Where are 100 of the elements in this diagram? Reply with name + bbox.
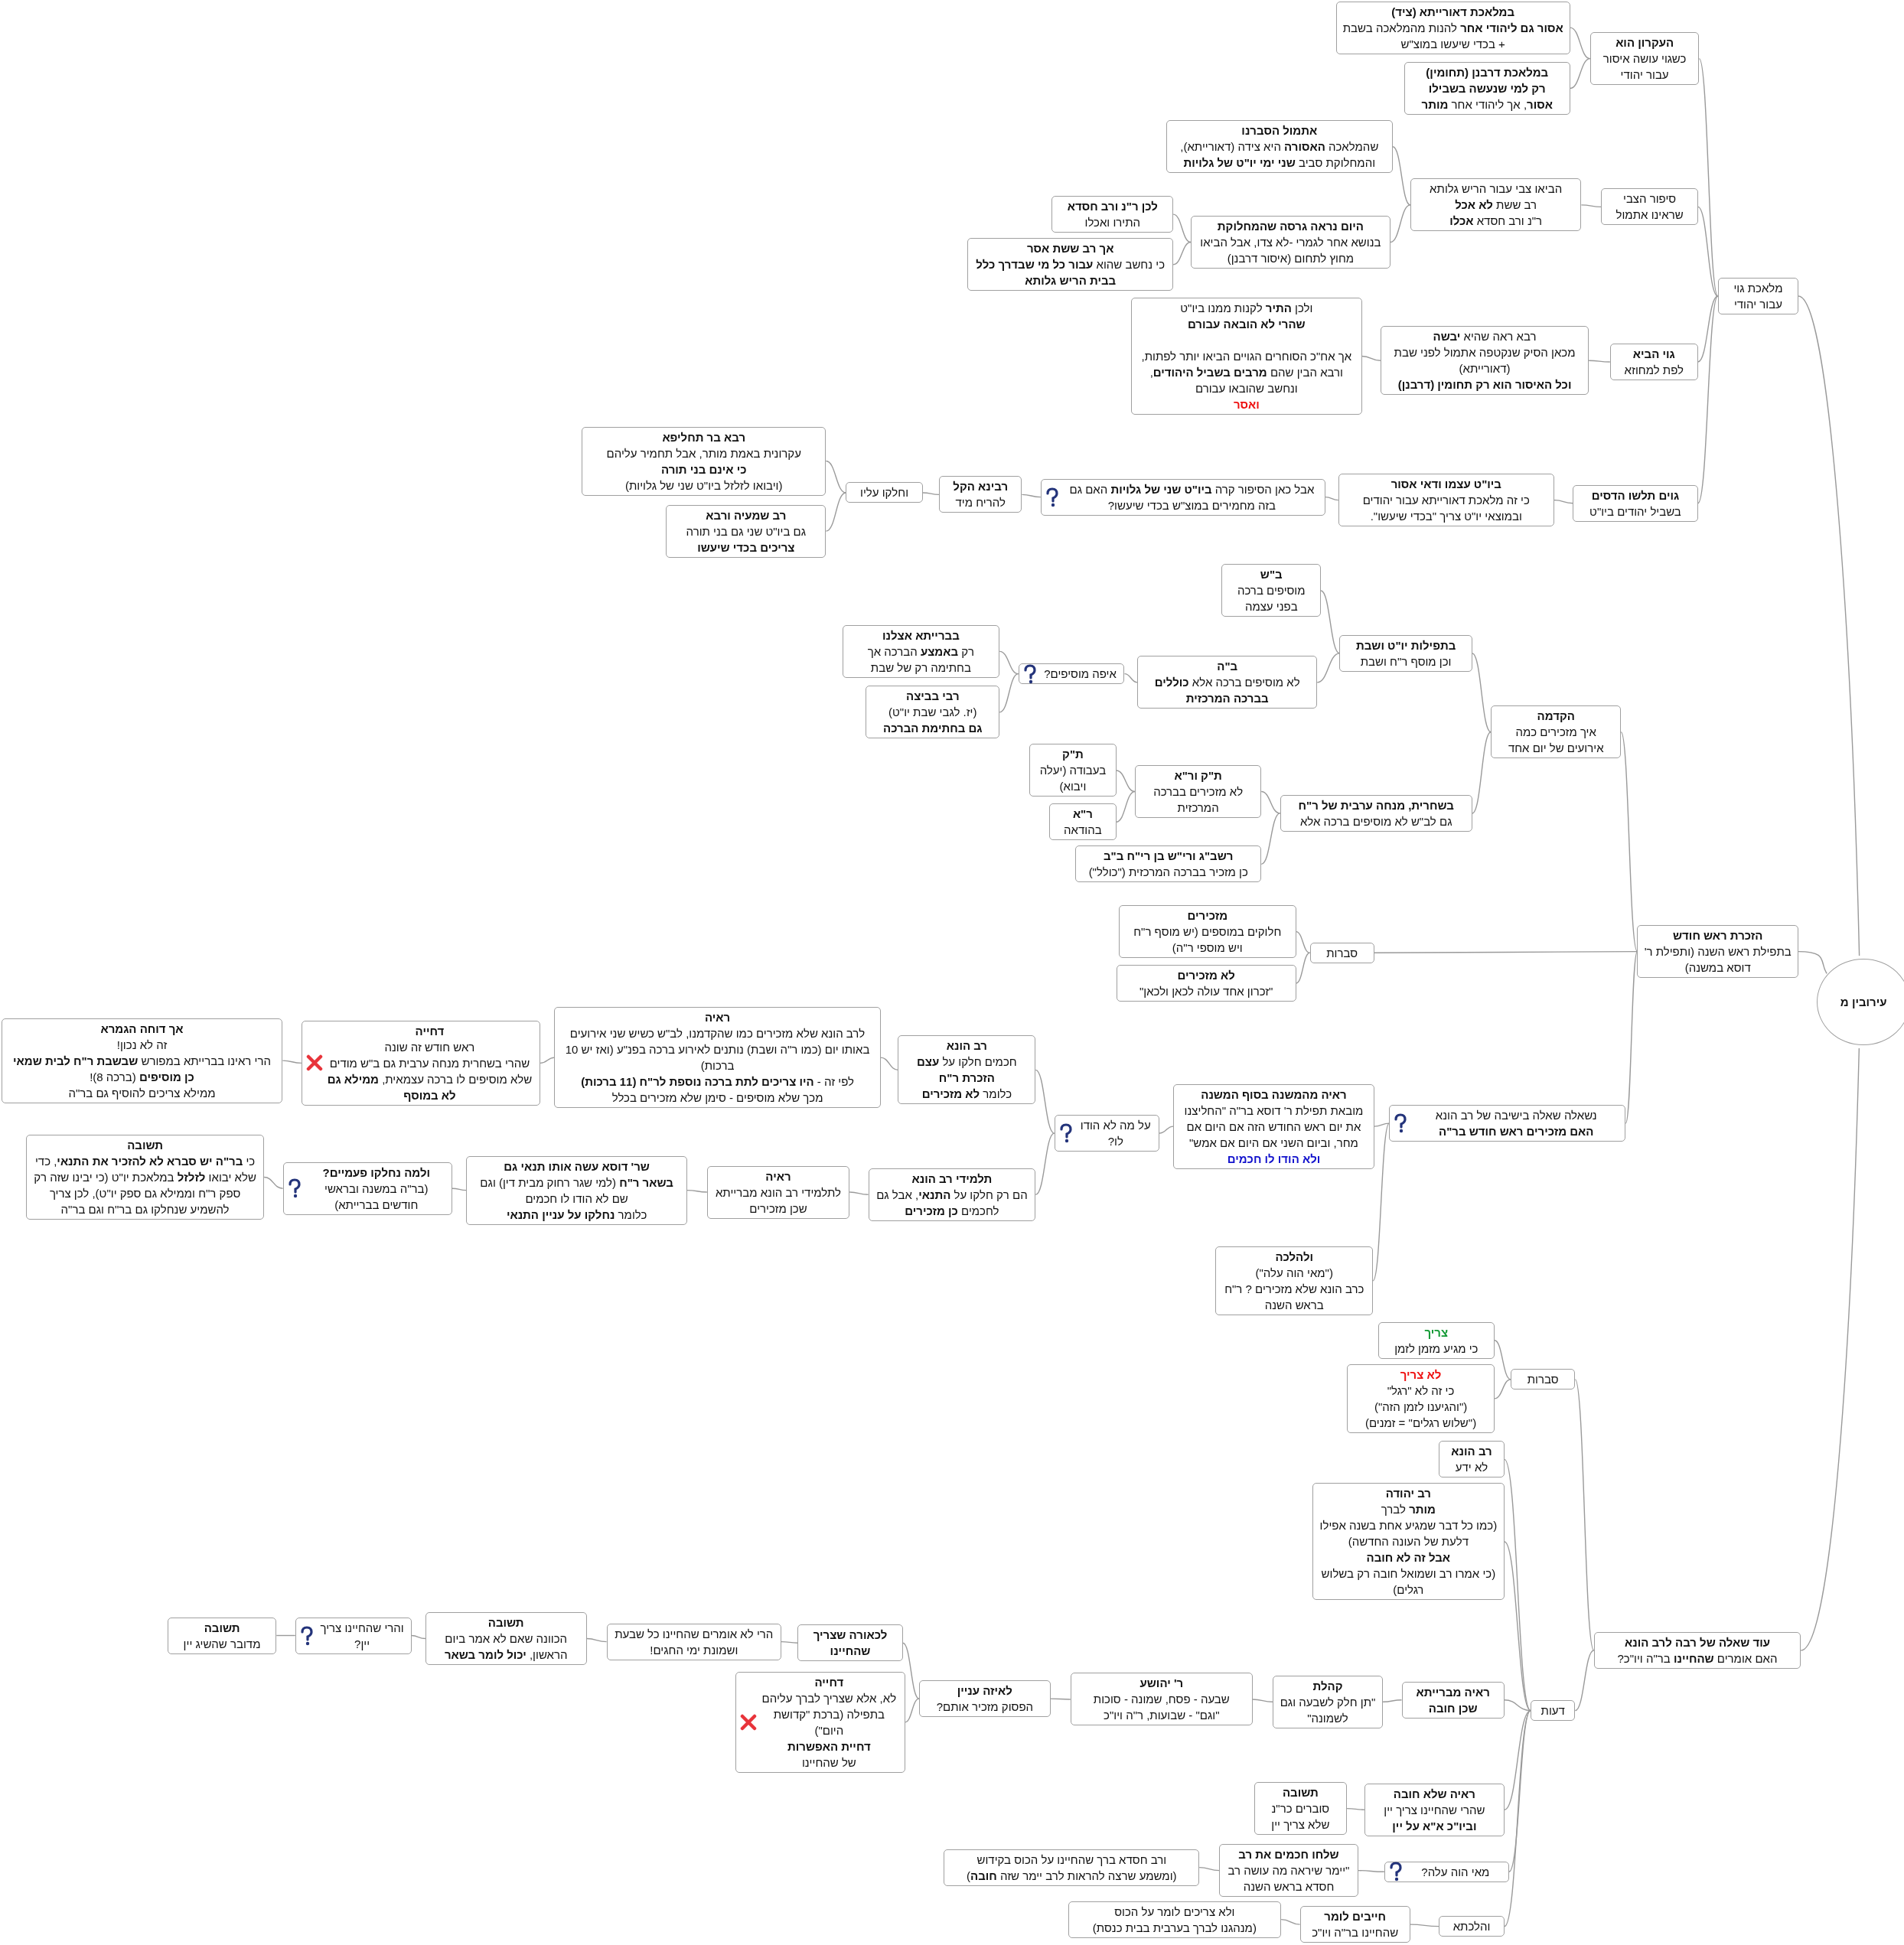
connector-line: [1035, 1132, 1055, 1195]
topic-box: [1309, 942, 1374, 963]
topic-heading: רב יהודה: [1384, 1486, 1432, 1502]
topic-heading: ב"ה: [1216, 659, 1239, 675]
topic-heading: תשובה: [203, 1620, 241, 1636]
topic-heading: הקדמה: [1536, 709, 1576, 725]
topic-box: [1221, 564, 1322, 617]
topic-text: בנושא אחר לגמרי -לא צדו, אבל הביאו מחוץ לתחום (איסור דרבנן): [1199, 235, 1382, 266]
topic-text: "תן חלק לשבעה וגם לשמונה": [1279, 1694, 1377, 1726]
topic-box: [1312, 1483, 1505, 1601]
topic-box: [1384, 1861, 1509, 1882]
connector-line: [1798, 295, 1860, 956]
topic-heading: ר"א: [1071, 806, 1094, 823]
connector-line: [1554, 499, 1573, 504]
connector-line: [1494, 1379, 1511, 1399]
topic-text: (כי אמרו רב ושמואל חובה רק בשלוש רגלים): [1320, 1566, 1497, 1598]
topic-heading: ולהלכה: [1274, 1249, 1315, 1265]
topic-heading: תלמידי רב הונא: [911, 1171, 993, 1187]
topic-box: [1609, 343, 1698, 380]
topic-heading: אך רב ששת אסר: [1025, 241, 1115, 257]
topic-text: כי מגיע מזמן לזמן: [1394, 1341, 1479, 1357]
topic-heading: עירובין מ: [1840, 995, 1887, 1011]
topic-text: אך אח"כ הסוחרים הגויים הביאו יותר לפתות, ורבא הבין שהם מרבים בשביל היהודים, ונחשב שהובאו עבורם: [1140, 349, 1353, 396]
topic-text: ("מאי הוה עלה"): [1254, 1265, 1334, 1281]
topic-box: [1190, 216, 1391, 269]
topic-text: הרי ראינו בברייתא במפורש שבשבת ר"ח לבית שמאי כן מוסיפים (ברכה 8)!: [12, 1053, 272, 1085]
connector-line: [1372, 1122, 1390, 1282]
topic-box: [1593, 1631, 1801, 1669]
topic-box: [1116, 964, 1296, 1002]
topic-text: כי אינם בני תורה: [660, 461, 748, 477]
topic-text: רק באמצע הברכה אך בחתימה רק של שבת: [866, 643, 976, 676]
topic-box: [842, 624, 1000, 678]
topic-box: [1118, 905, 1296, 959]
topic-box: [1, 1018, 283, 1103]
connector-line: [1698, 57, 1719, 297]
topic-heading: אך דוחה הגמרא: [99, 1021, 184, 1037]
topic-box: [1051, 196, 1174, 233]
topic-box: [1299, 1906, 1410, 1943]
topic-text: כלומר לא מזכירים: [921, 1087, 1013, 1103]
topic-box: [26, 1135, 265, 1220]
connector-line: [1260, 790, 1281, 814]
topic-box: [919, 1680, 1051, 1718]
connector-line: [1570, 27, 1591, 60]
topic-text: בשאר ר"ח (למי שגר רחוק מבית דין) וגם שם לא הודו לו חכמים: [479, 1174, 674, 1207]
connector-line: [781, 1640, 798, 1644]
topic-box: [1601, 188, 1698, 226]
topic-text: אבל זה לא חובה: [1365, 1550, 1452, 1566]
topic-heading: ת"ק: [1061, 747, 1084, 763]
connector-line: [904, 1698, 920, 1723]
topic-text: ("שלוש רגלים" = זמנים): [1364, 1415, 1478, 1431]
connector-line: [1374, 1122, 1390, 1127]
topic-text: ולכן התיר לקנות ממנו ביו"ט: [1179, 301, 1314, 316]
topic-text: כי בר"ה יש סברא לא להזכיר את התנאי, כדי שלא יבואו לזלזל במלאכת יו"ט (כי יבינו שזה רק ספק ר"ח וממילא גם ספק יו"ט), לכן צריך להשמיע שנחלקו גם בר"ח וגם בר"ה: [33, 1154, 257, 1218]
topic-box: [967, 238, 1174, 292]
connector-line: [1280, 1918, 1301, 1925]
connector-line: [1325, 496, 1339, 501]
topic-text: רק למי שנעשה בשבילו: [1427, 81, 1547, 97]
topic-heading: לכאורה שצריך שהחיינו: [812, 1627, 888, 1660]
connector-line: [282, 1060, 302, 1064]
topic-text: (בר"ה במשנה ובראשי חודשים בברייתא): [324, 1181, 429, 1213]
connector-line: [1021, 494, 1042, 498]
topic-text: מדובר שהשיג יין: [182, 1636, 262, 1652]
topic-heading: רשב"ג ורי"ש בן רי"ח ב"ב: [1103, 849, 1234, 865]
topic-box: [1339, 634, 1472, 672]
topic-text: על מה לא הודו לו?: [1079, 1118, 1152, 1150]
topic-text: שכן חובה: [1427, 1700, 1479, 1716]
topic-box: [1029, 744, 1117, 797]
topic-text: דחיית האפשרות: [787, 1738, 872, 1754]
topic-text: איך מזכירים כמה אירועים של יום אחד: [1507, 725, 1605, 757]
connector-line: [1198, 1866, 1220, 1872]
topic-box: [1380, 326, 1589, 396]
connector-line: [1295, 930, 1311, 953]
connector-line: [825, 460, 847, 494]
topic-text: אסור גם ליהודי אחר להנות מהמלאכה בשבת + בכדי שיעשו במוצ"ש: [1342, 20, 1564, 52]
connector-line: [1588, 360, 1611, 363]
connector-line: [1346, 1807, 1365, 1810]
connector-line: [1390, 204, 1411, 243]
topic-heading: ולמה נחלקו פעמיים?: [321, 1165, 432, 1181]
topic-text: הפסוק מזכיר אותם?: [935, 1699, 1035, 1715]
topic-heading: לא צריך: [1399, 1367, 1443, 1383]
topic-text: מכך שלא מוסיפים - סימן שלא מזכירים בכלל: [611, 1090, 824, 1106]
topic-text: התירו ואכלו: [1084, 215, 1142, 231]
topic-box: [1215, 1246, 1374, 1315]
topic-box: [466, 1155, 687, 1225]
topic-text: רבא ראה שהיא יבשה: [1432, 329, 1537, 345]
topic-heading: בתפילות יו"ט ושבת: [1355, 637, 1457, 653]
connector-line: [1472, 653, 1492, 733]
topic-box: [1410, 178, 1582, 232]
topic-text: הם רק חלקו על התנאי, אבל גם לחכמים כן מזכירים: [875, 1187, 1029, 1219]
topic-box: [1054, 1115, 1159, 1152]
topic-heading: מזכירים: [1186, 908, 1229, 924]
topic-text: דעות: [1540, 1703, 1566, 1719]
topic-text: אסור, אך ליהודי אחר מותר: [1420, 97, 1554, 113]
topic-text: כרב הונא שלא מזכירים ? ר"ח בראש השנה: [1224, 1281, 1365, 1313]
topic-box: [1070, 1673, 1253, 1726]
connector-line: [1410, 1924, 1439, 1927]
topic-text: והלכתא: [1452, 1919, 1492, 1935]
topic-text: ולא צריכים לומר על הכוס: [1113, 1904, 1236, 1920]
topic-box: [1589, 32, 1700, 86]
topic-box: [1254, 1782, 1348, 1836]
